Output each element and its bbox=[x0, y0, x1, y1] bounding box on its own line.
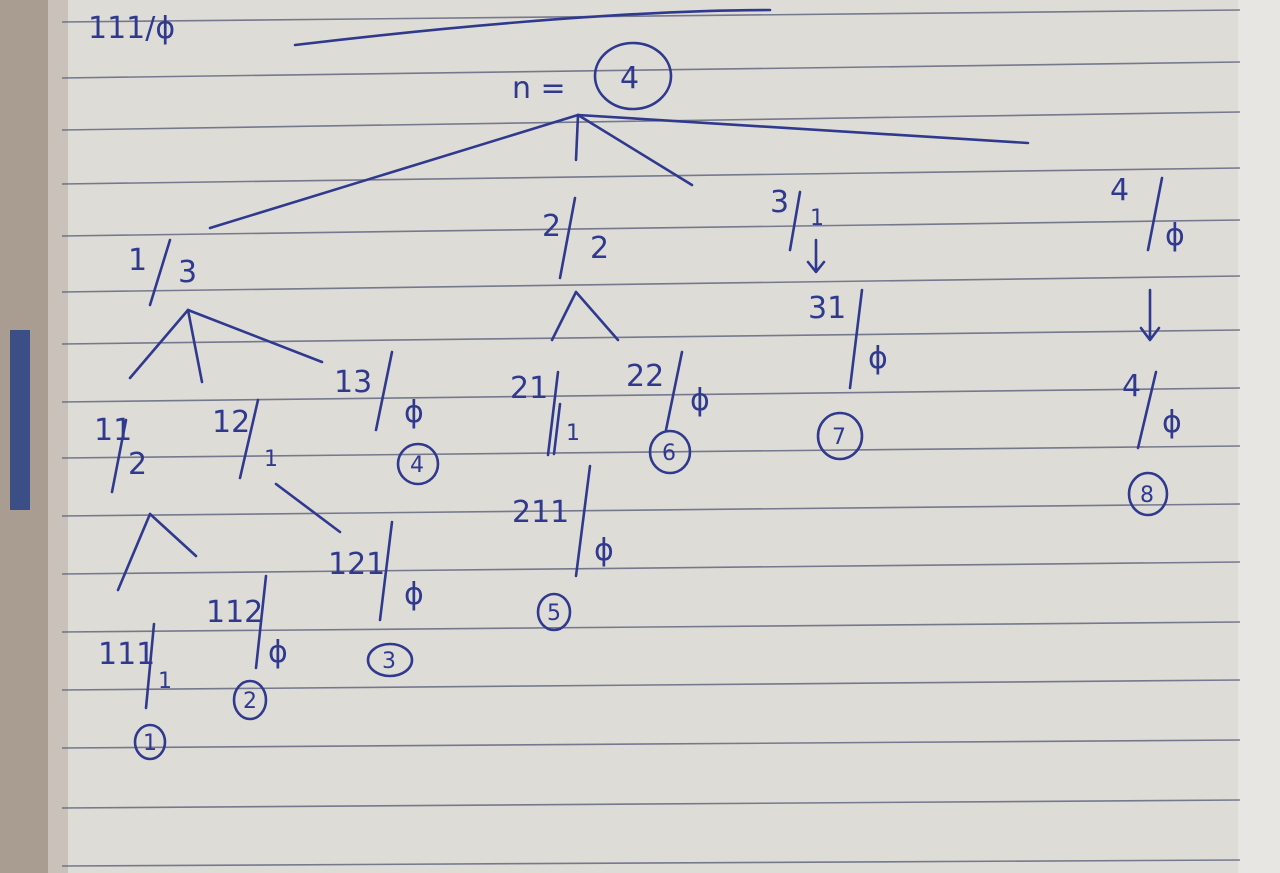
circled-number-2: 2 bbox=[232, 679, 268, 721]
arrow-down-icon bbox=[806, 238, 826, 274]
svg-text:ϕ: ϕ bbox=[1162, 405, 1182, 440]
branches-from-2-2 bbox=[550, 290, 620, 342]
node-22-phi: 22 ϕ bbox=[626, 350, 710, 432]
svg-text:2: 2 bbox=[128, 447, 147, 482]
circled-number-1: 1 bbox=[133, 723, 167, 761]
svg-text:3: 3 bbox=[770, 185, 789, 220]
root-branches bbox=[208, 113, 1030, 230]
circled-number-7: 7 bbox=[816, 411, 864, 461]
node-111-1: 111 1 bbox=[98, 622, 172, 710]
binding-blue-tab bbox=[10, 330, 30, 510]
svg-text:1: 1 bbox=[566, 421, 580, 446]
svg-text:111: 111 bbox=[98, 637, 155, 672]
svg-text:ϕ: ϕ bbox=[1165, 218, 1185, 253]
svg-text:3: 3 bbox=[178, 255, 197, 290]
svg-text:31: 31 bbox=[808, 291, 846, 326]
svg-text:22: 22 bbox=[626, 359, 664, 394]
node-21-1: 21 1 bbox=[510, 370, 580, 457]
svg-text:211: 211 bbox=[512, 495, 569, 530]
node-2-2: 2 2 bbox=[542, 196, 609, 280]
node-1-3: 1 3 bbox=[128, 238, 197, 307]
svg-text:1: 1 bbox=[810, 206, 824, 231]
svg-text:1: 1 bbox=[264, 447, 278, 472]
node-31-phi: 31 ϕ bbox=[808, 288, 888, 390]
svg-text:4: 4 bbox=[410, 453, 424, 478]
circled-number-4: 4 bbox=[396, 442, 440, 486]
svg-text:4: 4 bbox=[1110, 173, 1129, 208]
svg-text:1: 1 bbox=[128, 243, 147, 278]
svg-text:6: 6 bbox=[662, 441, 676, 466]
svg-text:ϕ: ϕ bbox=[868, 341, 888, 376]
node-13-phi: 13 ϕ bbox=[334, 350, 424, 432]
circled-number-3: 3 bbox=[366, 642, 414, 678]
svg-text:8: 8 bbox=[1140, 483, 1154, 508]
root-value: 4 bbox=[620, 61, 639, 96]
branch-from-12-1 bbox=[274, 482, 342, 534]
svg-text:ϕ: ϕ bbox=[690, 383, 710, 418]
circled-number-5: 5 bbox=[536, 592, 572, 632]
circled-number-6: 6 bbox=[648, 429, 692, 475]
svg-text:12: 12 bbox=[212, 405, 250, 440]
svg-text:13: 13 bbox=[334, 365, 372, 400]
node-211-phi: 211 ϕ bbox=[512, 464, 614, 578]
svg-text:2: 2 bbox=[590, 231, 609, 266]
svg-text:1: 1 bbox=[158, 669, 172, 694]
svg-text:21: 21 bbox=[510, 371, 548, 406]
header-scribble: 111/ϕ bbox=[88, 11, 175, 46]
branches-from-1-3 bbox=[128, 308, 324, 384]
node-12-1: 12 1 bbox=[212, 398, 278, 480]
svg-text:1: 1 bbox=[143, 731, 157, 756]
node-4-phi: 4 ϕ bbox=[1110, 173, 1185, 342]
svg-text:2: 2 bbox=[243, 689, 257, 714]
svg-text:5: 5 bbox=[547, 601, 561, 626]
arrow-down-icon bbox=[1139, 288, 1161, 342]
node-112-phi: 112 ϕ bbox=[206, 574, 288, 670]
root-label: n = bbox=[512, 71, 566, 106]
root-value-circle bbox=[593, 41, 673, 111]
svg-text:112: 112 bbox=[206, 595, 263, 630]
branches-from-11-2 bbox=[116, 512, 198, 592]
page-edge-right bbox=[1238, 0, 1280, 873]
header-underline bbox=[293, 8, 772, 47]
node-121-phi: 121 ϕ bbox=[328, 520, 424, 622]
svg-text:ϕ: ϕ bbox=[268, 635, 288, 670]
svg-text:4: 4 bbox=[1122, 369, 1141, 404]
svg-text:11: 11 bbox=[94, 413, 132, 448]
svg-text:ϕ: ϕ bbox=[594, 533, 614, 568]
node-3-1: 3 1 bbox=[770, 185, 826, 274]
svg-text:2: 2 bbox=[542, 209, 561, 244]
svg-text:ϕ: ϕ bbox=[404, 395, 424, 430]
svg-text:3: 3 bbox=[382, 649, 396, 674]
node-4-phi-repeat: 4 ϕ bbox=[1122, 369, 1182, 450]
branch-from-21-1 bbox=[552, 402, 562, 456]
svg-text:7: 7 bbox=[832, 425, 846, 450]
node-11-2: 11 2 bbox=[94, 413, 147, 494]
binding-shadow bbox=[48, 0, 68, 873]
svg-text:ϕ: ϕ bbox=[404, 577, 424, 612]
circled-number-8: 8 bbox=[1127, 471, 1169, 517]
svg-text:121: 121 bbox=[328, 547, 385, 582]
